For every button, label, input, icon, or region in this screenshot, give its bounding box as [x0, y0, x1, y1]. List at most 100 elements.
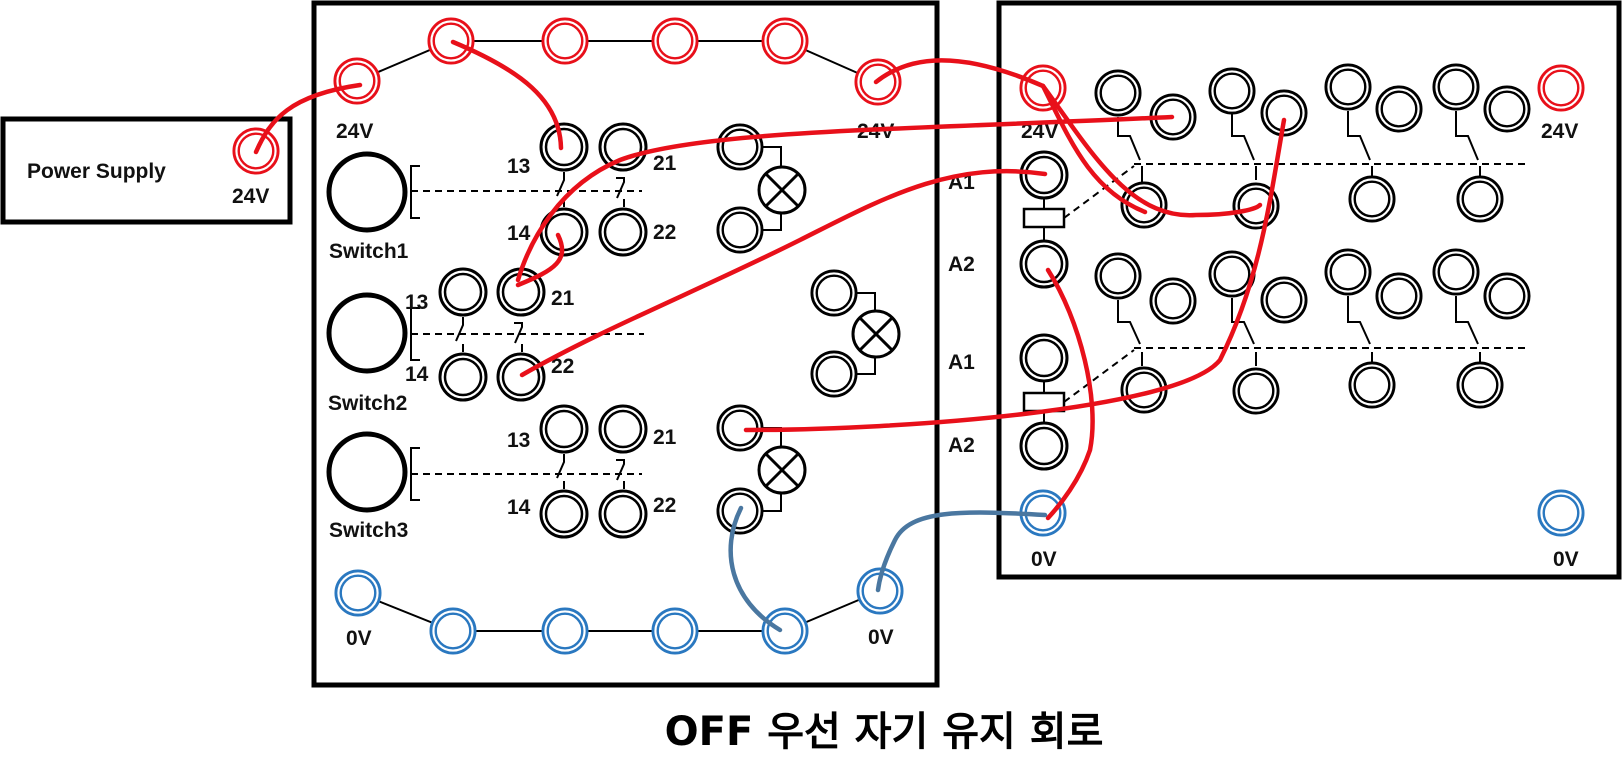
wire-relay-a1-to-switch2-22[interactable] — [519, 168, 1048, 378]
switch-3-no-14-terminal[interactable] — [539, 489, 589, 539]
wire-supply-to-panel-24v[interactable] — [253, 82, 363, 155]
lamp-1-bottom-terminal[interactable] — [716, 206, 764, 254]
relay-panel-0v-label-left: 0V — [1031, 548, 1057, 571]
relay-panel: 24V 24V 0V 0V A1 A2 — [948, 0, 1622, 580]
lamp-2-top-terminal[interactable] — [810, 269, 858, 317]
switch-3-nc-contact — [616, 459, 625, 489]
lamp-2 — [810, 269, 901, 398]
lamp-1 — [716, 123, 807, 254]
switch-2: Switch2 13 14 21 22 — [326, 267, 644, 415]
switch-2-no-13-terminal[interactable] — [438, 267, 488, 317]
wire-relay-a2-to-0v[interactable] — [1045, 267, 1095, 521]
switch-2-label: Switch2 — [328, 392, 407, 415]
relay-2-contacts — [1094, 248, 1531, 415]
relay-1-coil-icon — [1022, 207, 1066, 229]
relay-1-contact-4 — [1455, 111, 1481, 180]
switch-2-no-14-terminal[interactable] — [438, 352, 488, 402]
switch-panel-frame — [311, 0, 940, 688]
switch-3-no-contact — [556, 454, 565, 489]
switch-3-no-top-label: 13 — [507, 429, 530, 452]
relay-2-contact-4-com-terminal[interactable] — [1456, 361, 1504, 409]
relay-panel-frame — [996, 0, 1622, 580]
relay-2-contact-4-nc-terminal[interactable] — [1432, 248, 1480, 296]
switch-2-no-top-label: 13 — [405, 291, 428, 314]
switch-3-nc-21-terminal[interactable] — [598, 404, 648, 454]
wire-relay-0v-to-panel-0v[interactable] — [875, 510, 1048, 593]
relay-2-a1-label: A1 — [948, 351, 975, 374]
switch-3-label: Switch3 — [329, 519, 408, 542]
switch-1-nc-bottom-label: 22 — [653, 221, 676, 244]
switch-panel-0v-terminal[interactable] — [761, 607, 809, 655]
switch-2-button[interactable] — [326, 292, 408, 374]
switch-panel: 24V 24V 0V 0V Switch1 13 14 21 22 — [311, 0, 940, 688]
switch-1-button[interactable] — [326, 151, 408, 233]
power-supply-label: Power Supply — [27, 160, 166, 183]
switch-1-nc-22-terminal[interactable] — [598, 207, 648, 257]
switch-3: Switch3 13 14 21 22 — [326, 404, 677, 542]
relay-2-contact-4-no-terminal[interactable] — [1483, 272, 1531, 320]
power-supply: Power Supply 24V — [0, 116, 293, 225]
relay-2-contact-3-com-terminal[interactable] — [1348, 361, 1396, 409]
relay-1-a2-terminal[interactable] — [1019, 239, 1069, 289]
relay-1-contact-3-no-terminal[interactable] — [1375, 85, 1423, 133]
relay-1-contact-3-nc-terminal[interactable] — [1324, 63, 1372, 111]
relay-2-a2-label: A2 — [948, 434, 975, 457]
switch-panel-0v-terminal[interactable] — [334, 569, 382, 617]
switch-panel-24v-terminal[interactable] — [761, 17, 809, 65]
switch-panel-24v-label-left: 24V — [336, 120, 373, 143]
wire-panel-24v-to-relay-24v[interactable] — [873, 58, 1046, 89]
wire-relay-24v-to-contact1-com[interactable] — [1040, 83, 1148, 215]
switch-panel-0v-terminal[interactable] — [541, 607, 589, 655]
relay-1-contact-4-com-terminal[interactable] — [1456, 175, 1504, 223]
relay-1-contact-4-nc-terminal[interactable] — [1432, 63, 1480, 111]
relay-1-contact-2-nc-terminal[interactable] — [1208, 67, 1256, 115]
relay-1-contact-1-nc-terminal[interactable] — [1094, 69, 1142, 117]
lamp-2-bottom-terminal[interactable] — [810, 350, 858, 398]
relay-2-contact-3-nc-terminal[interactable] — [1324, 248, 1372, 296]
wiring — [253, 39, 1287, 633]
relay-1-contact-4-no-terminal[interactable] — [1483, 85, 1531, 133]
relay-1-contacts — [1094, 63, 1531, 230]
relay-2-contact-1-nc-terminal[interactable] — [1094, 252, 1142, 300]
relay-panel-0v-terminal-right[interactable] — [1537, 489, 1585, 537]
wire-switch2-21-to-switch1-14[interactable] — [515, 232, 565, 288]
wire-relay-24v-to-contact2-com[interactable] — [1040, 83, 1263, 218]
lamp-3 — [716, 404, 807, 535]
switch-1-label: Switch1 — [329, 240, 409, 263]
switch-panel-24v-terminal[interactable] — [651, 17, 699, 65]
relay-1-contact-3-com-terminal[interactable] — [1348, 175, 1396, 223]
relay-2-contact-4 — [1455, 296, 1481, 362]
diagram-title: OFF 우선 자기 유지 회로 — [665, 709, 1104, 755]
switch-panel-0v-terminal[interactable] — [651, 607, 699, 655]
switch-3-button[interactable] — [326, 431, 408, 513]
relay-2-contact-1-no-terminal[interactable] — [1149, 277, 1197, 325]
lamp-1-top-terminal[interactable] — [716, 123, 764, 171]
switch-panel-0v-label-left: 0V — [346, 627, 372, 650]
switch-panel-0v-terminal[interactable] — [429, 607, 477, 655]
switch-3-no-13-terminal[interactable] — [539, 404, 589, 454]
switch-1-no-top-label: 13 — [507, 155, 530, 178]
relay-2-contact-3-no-terminal[interactable] — [1375, 272, 1423, 320]
relay-panel-24v-label-right: 24V — [1541, 120, 1578, 143]
relay-1-a2-label: A2 — [948, 253, 975, 276]
switch-2-nc-bottom-label: 22 — [551, 355, 574, 378]
wire-contact2-no-to-lamp3[interactable] — [743, 117, 1287, 433]
switch-3-nc-22-terminal[interactable] — [598, 489, 648, 539]
wire-24v-to-switch1-13[interactable] — [450, 39, 564, 151]
relay-2-contact-2-no-terminal[interactable] — [1260, 276, 1308, 324]
switch-1-nc-top-label: 21 — [653, 152, 677, 175]
lamp-1-bulb-icon — [757, 165, 807, 215]
lamp-3-bulb-icon — [757, 445, 807, 495]
switch-panel-24v-terminal[interactable] — [541, 17, 589, 65]
switch-1-no-13-terminal[interactable] — [539, 122, 589, 172]
wire-contact1-no-to-switch2-21[interactable] — [515, 114, 1175, 283]
relay-panel-0v-label-right: 0V — [1553, 548, 1579, 571]
switch-1-nc-21-terminal[interactable] — [598, 122, 648, 172]
relay-2-contact-2-com-terminal[interactable] — [1232, 367, 1280, 415]
switch-panel-24v-terminal[interactable] — [333, 57, 381, 105]
relay-panel-24v-terminal-right[interactable] — [1537, 64, 1585, 112]
relay-2-a2-terminal[interactable] — [1019, 421, 1069, 471]
wire-lamp3-to-0v[interactable] — [728, 505, 783, 633]
relay-2-a1-terminal[interactable] — [1019, 333, 1069, 383]
